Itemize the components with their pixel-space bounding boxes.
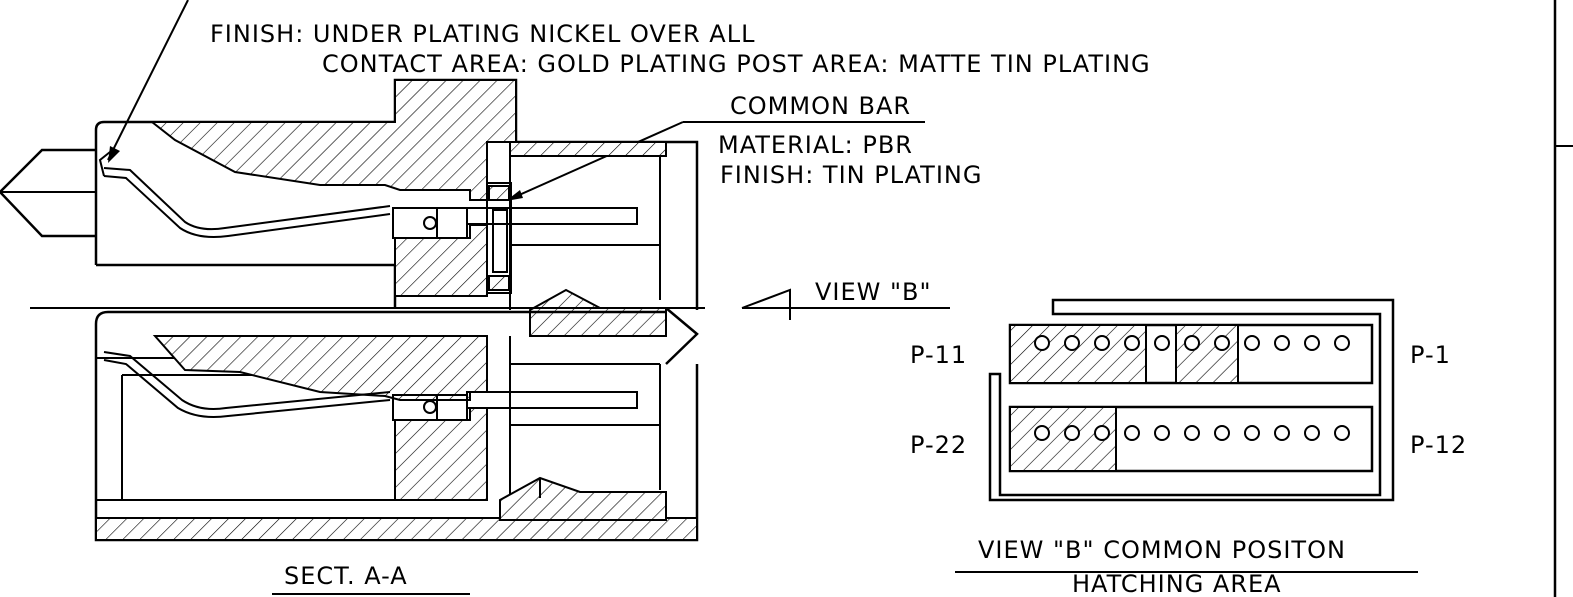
pin-label-p12: P-12 (1410, 431, 1467, 459)
pin-hole (1274, 335, 1290, 351)
pin-hole (1154, 335, 1170, 351)
bottom-rail-hatch (95, 517, 698, 541)
pin-label-p1: P-1 (1410, 341, 1451, 369)
pin-hole (1334, 335, 1350, 351)
pin-hole (1304, 425, 1320, 441)
pin-label-p11: P-11 (910, 341, 967, 369)
lower-housing-hatch (152, 335, 488, 401)
pin-hole (1064, 425, 1080, 441)
common-bar-label: COMMON BAR (730, 92, 911, 120)
view-b-title: VIEW "B" COMMON POSITON (978, 536, 1346, 564)
pin-hole (1124, 425, 1140, 441)
pin-hole (1214, 335, 1230, 351)
pin-hole (1334, 425, 1350, 441)
pin-hole (1184, 425, 1200, 441)
lower-core-hatch (394, 407, 488, 501)
view-b-marker: VIEW "B" (741, 278, 950, 320)
top-row-pins (1034, 335, 1350, 351)
pin-hole (1214, 425, 1230, 441)
tin-finish-label: FINISH: TIN PLATING (720, 161, 982, 189)
pin-hole (1244, 335, 1260, 351)
upper-housing-hatch (149, 79, 517, 201)
section-title: SECT. A-A (284, 562, 408, 590)
view-b-marker-label: VIEW "B" (815, 278, 932, 306)
upper-core-hatch (394, 224, 488, 297)
pin-hole (1094, 335, 1110, 351)
frame-border (1553, 0, 1573, 597)
pin-label-p22: P-22 (910, 431, 967, 459)
pin-hole (1094, 425, 1110, 441)
pin-hole (1034, 335, 1050, 351)
finish-note-line2: CONTACT AREA: GOLD PLATING POST AREA: MA… (322, 50, 1151, 78)
material-label: MATERIAL: PBR (718, 131, 913, 159)
bottom-row-pins (1034, 425, 1350, 441)
pin-hole (1154, 425, 1170, 441)
top-row-hatch-a (1009, 324, 1147, 384)
top-row-hatch-b (1175, 324, 1239, 384)
pin-hole (1034, 425, 1050, 441)
pin-hole (1244, 425, 1260, 441)
pin-hole (1184, 335, 1200, 351)
section-a-a-drawing: SECT. A-A (0, 78, 705, 595)
pin-hole (1124, 335, 1140, 351)
finish-note-line1: FINISH: UNDER PLATING NICKEL OVER ALL (210, 20, 755, 48)
upper-right-hatch (509, 141, 667, 157)
pin-hole (1274, 425, 1290, 441)
view-b-subtitle: HATCHING AREA (1072, 570, 1282, 597)
pin-hole (1304, 335, 1320, 351)
view-b-drawing: P-11 P-1 P-22 P-12 VIEW "B" COMMON POSIT… (910, 298, 1467, 597)
pin-hole (1064, 335, 1080, 351)
